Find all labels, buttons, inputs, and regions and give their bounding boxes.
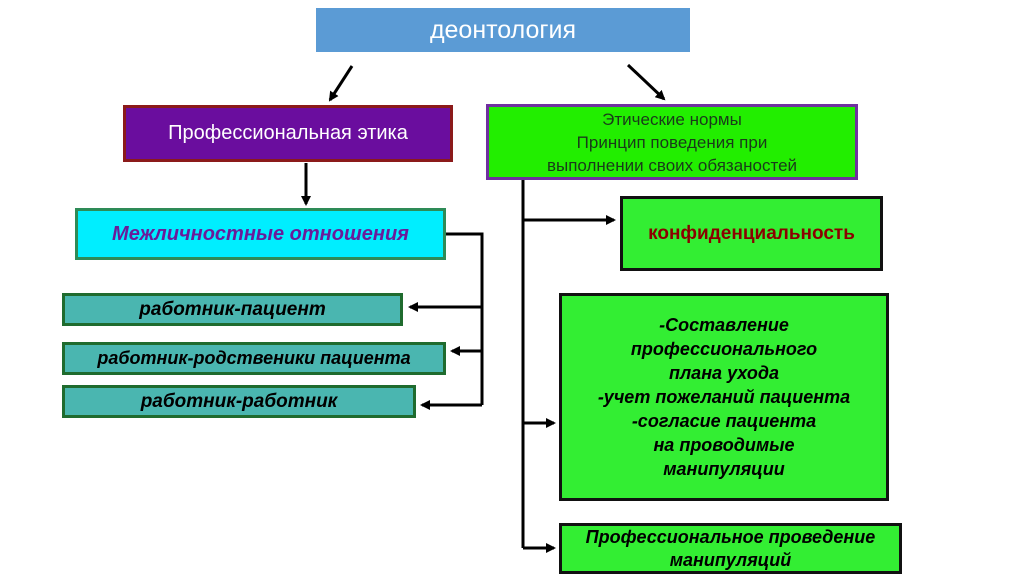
care-plan-line: на проводимые [653,435,795,455]
care-plan-box: -Составление профессионального плана ухо… [559,293,889,501]
relation-worker-relatives: работник-родственики пациента [62,342,446,375]
care-plan-line: профессионального [630,339,818,359]
norms-line: выполнении своих обязаностей [546,155,798,175]
care-plan-line: -учет пожеланий пациента [597,387,851,407]
care-plan-line: манипуляции [663,459,785,479]
professional-ethics-label: Профессиональная этика [168,122,408,144]
confidentiality-label: конфиденциальность [648,222,855,244]
relation-label: работник-пациент [139,298,326,320]
care-plan-line: -Составление [659,315,789,335]
professional-ethics-box: Профессиональная этика [123,105,453,162]
interpersonal-relations-box: Межличностные отношения [75,208,446,260]
arrow-root-to-ethics [328,65,354,102]
norms-line: Принцип поведения при [576,132,768,152]
care-plan-line: -согласие пациента [631,411,817,431]
relation-worker-worker: работник-работник [62,385,416,418]
bracket-interpersonal [446,232,484,405]
deontology-title: деонтология [429,15,577,44]
arrow-root-to-norms [626,63,666,101]
relation-worker-patient: работник-пациент [62,293,403,326]
manipulations-line: манипуляций [669,549,792,570]
interpersonal-label: Межличностные отношения [112,222,409,245]
deontology-box: деонтология [316,8,690,52]
ethical-norms-box: Этические нормы Принцип поведения при вы… [486,104,858,180]
confidentiality-box: конфиденциальность [620,196,883,271]
relation-label: работник-работник [140,390,338,412]
relation-label: работник-родственики пациента [97,348,411,368]
norms-line: Этические нормы [602,109,742,129]
care-plan-line: плана ухода [668,363,779,383]
manipulations-box: Профессиональное проведение манипуляций [559,523,902,574]
manipulations-line: Профессиональное проведение [585,526,876,547]
